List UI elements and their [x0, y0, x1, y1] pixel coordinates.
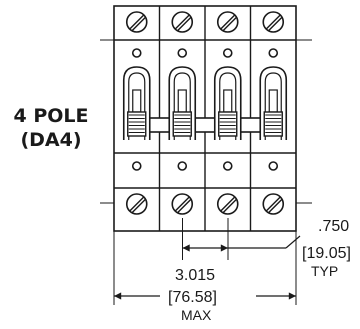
- pole-4: [259, 11, 288, 215]
- toggle-housing-inner: [264, 72, 282, 140]
- overall-mm-label: [76.58]: [168, 289, 217, 306]
- screw-slot: [174, 14, 190, 30]
- toggle-housing-inner: [128, 72, 146, 140]
- lower-mounting-hole-icon: [177, 161, 188, 171]
- upper-mounting-hole-icon: [177, 48, 188, 58]
- pitch-inch-label: .750: [318, 218, 349, 235]
- screw-slot: [131, 16, 147, 32]
- upper-mounting-hole-icon: [222, 48, 233, 58]
- toggle-housing-inner: [219, 72, 237, 140]
- pole-3: [213, 11, 242, 215]
- pitch-typ-label: TYP: [311, 263, 338, 279]
- screw-slot: [220, 196, 236, 212]
- screw-slot: [131, 198, 147, 214]
- model-code-label: (DA4): [20, 129, 82, 151]
- overall-inch-label: 3.015: [175, 267, 215, 284]
- handle-tie-bar: [134, 117, 276, 133]
- pitch-mm-label: [19.05]: [302, 245, 351, 262]
- toggle-housing-inner: [173, 72, 191, 140]
- toggle-lever: [177, 89, 187, 113]
- lower-mounting-hole-icon: [268, 161, 279, 171]
- toggle-lever: [223, 89, 233, 113]
- screw-slot: [176, 16, 192, 32]
- toggle-lever: [268, 89, 278, 113]
- screw-slot: [267, 16, 283, 32]
- toggle-lever: [132, 89, 142, 113]
- screw-slot: [129, 196, 145, 212]
- screw-slot: [222, 198, 238, 214]
- screw-slot: [222, 16, 238, 32]
- screw-slot: [265, 196, 281, 212]
- upper-mounting-hole-icon: [268, 48, 279, 58]
- upper-mounting-hole-icon: [131, 48, 142, 58]
- lower-mounting-hole-icon: [131, 161, 142, 171]
- screw-slot: [220, 14, 236, 30]
- screw-slot: [176, 198, 192, 214]
- screw-slot: [267, 198, 283, 214]
- screw-slot: [129, 14, 145, 30]
- screw-slot: [174, 196, 190, 212]
- pole-1: [122, 11, 151, 215]
- pitch-dimension: [182, 235, 301, 252]
- lower-mounting-hole-icon: [222, 161, 233, 171]
- pole-count-label: 4 POLE: [13, 105, 89, 127]
- overall-max-label: MAX: [181, 307, 212, 323]
- pole-2: [168, 11, 197, 215]
- screw-slot: [265, 14, 281, 30]
